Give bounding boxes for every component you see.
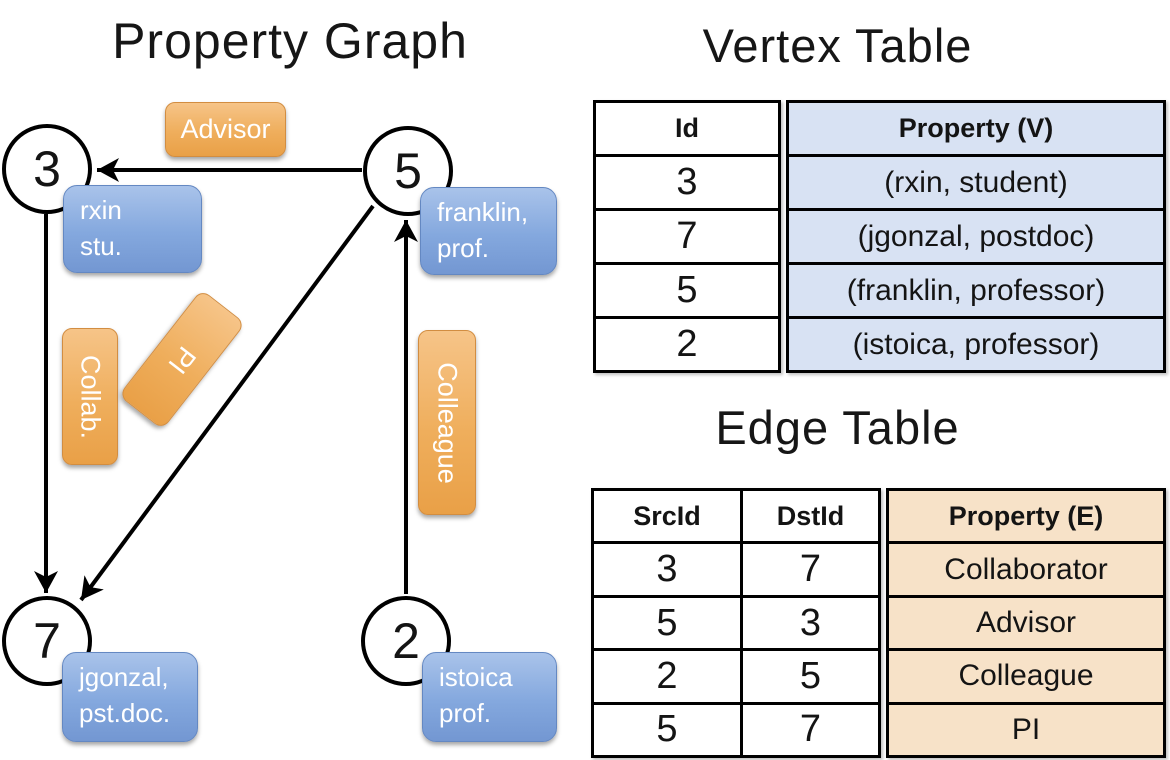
edge-table-property-cell: Advisor: [889, 598, 1163, 652]
vertex-table-property-cell: (jgonzal, postdoc): [789, 211, 1163, 265]
property-box-franklin-line1: franklin,: [437, 197, 529, 227]
node-2-id: 2: [392, 613, 420, 669]
property-box-rxin-line1: rxin: [80, 195, 122, 225]
property-box-rxin: rxin stu.: [63, 185, 202, 273]
vertex-table-id-cell: 2: [676, 323, 698, 365]
vertex-table-title: Vertex Table: [702, 19, 973, 72]
vertex-table-property-column: Property (V) (rxin, student) (jgonzal, p…: [786, 100, 1166, 373]
vertex-table-property-cell: (franklin, professor): [789, 265, 1163, 319]
edge-label-advisor-text: Advisor: [180, 114, 271, 144]
vertex-table-property-cell: (rxin, student): [789, 157, 1163, 211]
edge-table-dst-cell: 5: [799, 654, 822, 697]
property-box-rxin-line2: stu.: [80, 231, 122, 262]
edge-table-dst-cell: 7: [799, 708, 822, 751]
edge-table-srcid-header: SrcId: [594, 491, 743, 542]
node-5: 5: [363, 126, 453, 216]
property-box-istoica-line2: prof.: [439, 698, 492, 729]
property-box-jgonzal-line2: pst.doc.: [79, 698, 171, 729]
edge-label-advisor: Advisor: [165, 102, 286, 157]
edge-label-collab: Collab.: [62, 328, 118, 465]
edge-table-property-cell: Colleague: [889, 651, 1163, 705]
edge-table-src-cell: 2: [594, 651, 743, 702]
edge-label-colleague-text: Colleague: [432, 361, 463, 484]
edge-table-src-cell: 3: [594, 544, 743, 595]
property-box-jgonzal: jgonzal, pst.doc.: [62, 652, 198, 742]
property-box-franklin: franklin, prof.: [420, 187, 557, 275]
property-box-istoica-line1: istoica: [439, 662, 513, 692]
edge-table-property-column: Property (E) Collaborator Advisor Collea…: [886, 488, 1166, 758]
edge-table-src-cell: 5: [594, 597, 743, 649]
graph-edges: [34, 158, 418, 602]
edge-label-collab-text: Collab.: [75, 354, 106, 439]
vertex-table-property-header: Property (V): [789, 103, 1163, 157]
edge-table-dst-cell: 3: [799, 601, 822, 644]
edge-table-src-cell: 5: [594, 704, 743, 756]
edge-table-property-cell: Collaborator: [889, 544, 1163, 598]
vertex-table-id-cell: 7: [596, 211, 778, 265]
node-5-id: 5: [394, 143, 422, 199]
property-box-franklin-line2: prof.: [437, 233, 490, 264]
vertex-table-id-column: Id 3 7 5 2: [593, 100, 781, 373]
edge-label-pi-text: PI: [162, 340, 203, 380]
node-7-id: 7: [33, 613, 61, 669]
edge-table-property-header: Property (E): [889, 491, 1163, 545]
property-box-jgonzal-line1: jgonzal,: [79, 662, 169, 692]
vertex-table-id-cell: 5: [596, 265, 778, 319]
property-box-istoica: istoica prof.: [422, 652, 557, 742]
edge-table-dstid-header: DstId: [776, 500, 845, 531]
vertex-table-property-cell: (istoica, professor): [852, 327, 1100, 361]
node-2: 2: [361, 596, 451, 686]
property-graph-title: Property Graph: [112, 13, 468, 69]
node-3-id: 3: [33, 141, 61, 197]
edge-label-colleague: Colleague: [418, 330, 476, 515]
vertex-table-id-header: Id: [596, 103, 778, 157]
vertex-table-id-cell: 3: [596, 157, 778, 211]
edge-table-dst-cell: 7: [799, 548, 822, 591]
edge-table-property-cell: PI: [1011, 712, 1041, 746]
edge-table-id-columns: SrcId DstId 3 7 5 3 2 5 5 7: [591, 488, 881, 758]
edge-5-to-7: [79, 204, 375, 602]
edge-table-title: Edge Table: [715, 401, 960, 454]
